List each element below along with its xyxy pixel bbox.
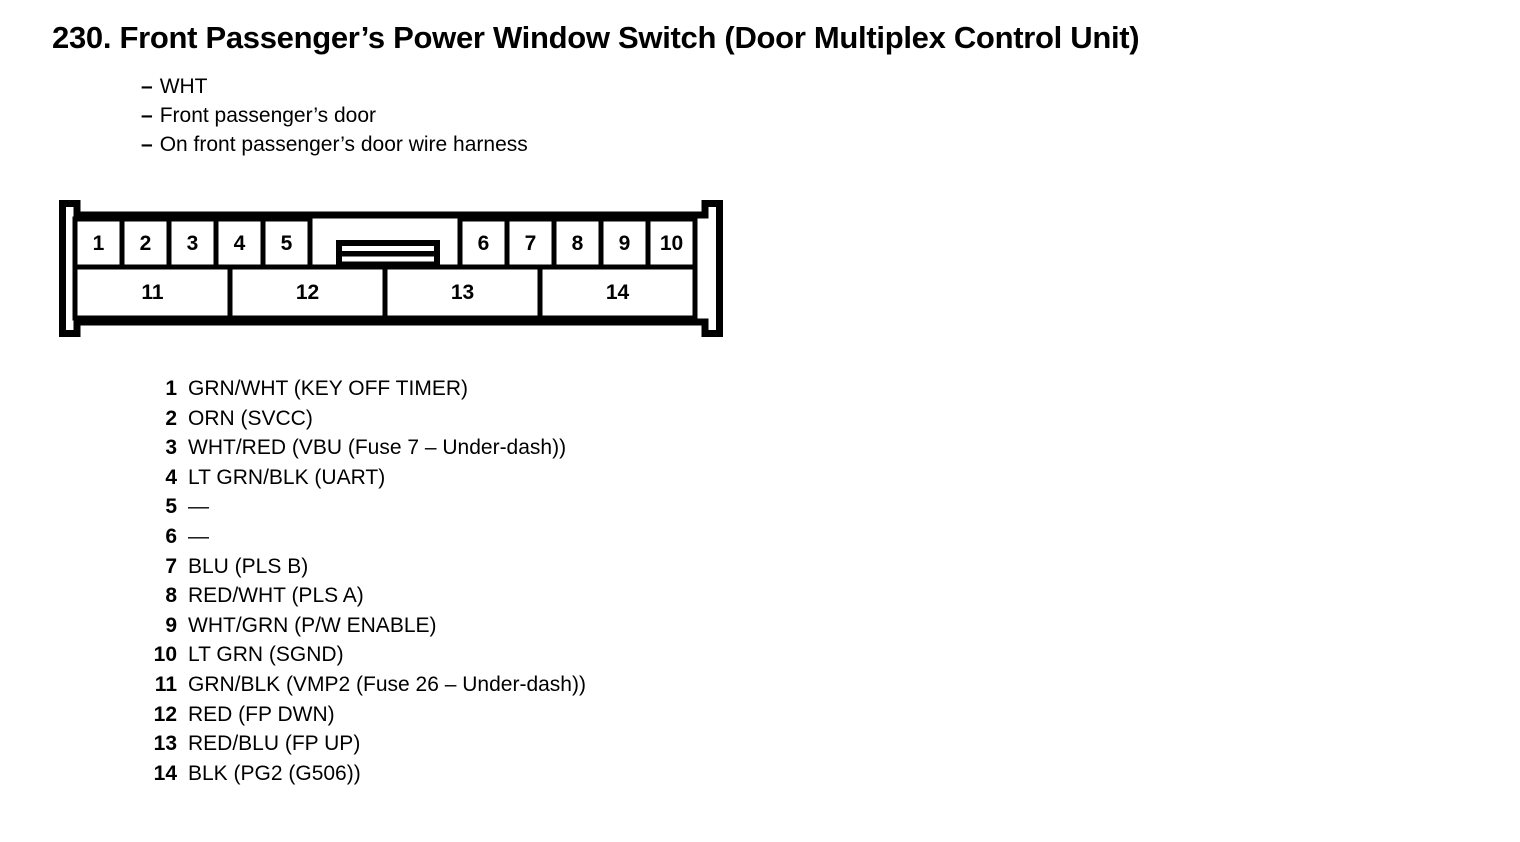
pin-assignment-list: 1 GRN/WHT (KEY OFF TIMER) 2 ORN (SVCC) 3… xyxy=(145,377,586,791)
cavity-label-6: 6 xyxy=(478,232,490,255)
cavity-label-10: 10 xyxy=(660,232,683,255)
pin-row: 5 — xyxy=(145,495,586,525)
pin-description: — xyxy=(188,524,209,548)
pin-description: LT GRN (SGND) xyxy=(188,643,344,667)
pin-description: RED/WHT (PLS A) xyxy=(188,584,364,608)
note-dash: – xyxy=(141,133,153,156)
cavity-label-2: 2 xyxy=(140,232,152,255)
pin-description: BLU (PLS B) xyxy=(188,554,309,578)
pin-row: 3 WHT/RED (VBU (Fuse 7 – Under-dash)) xyxy=(145,436,586,466)
cavity-label-5: 5 xyxy=(281,232,293,255)
note-dash: – xyxy=(141,104,153,127)
pin-row: 12 RED (FP DWN) xyxy=(145,703,586,733)
pin-row: 14 BLK (PG2 (G506)) xyxy=(145,762,586,792)
pin-row: 6 — xyxy=(145,525,586,555)
connector-diagram: 1 2 3 4 5 6 7 8 9 10 11 12 13 14 xyxy=(55,196,727,341)
note-text: Front passenger’s door xyxy=(159,104,377,127)
pin-number: 9 xyxy=(165,613,177,637)
pin-row: 2 ORN (SVCC) xyxy=(145,407,586,437)
page-title: 230. Front Passenger’s Power Window Swit… xyxy=(52,20,1140,55)
pin-description: GRN/BLK (VMP2 (Fuse 26 – Under-dash)) xyxy=(188,672,586,696)
center-latch-icon xyxy=(336,240,440,267)
pin-row: 13 RED/BLU (FP UP) xyxy=(145,732,586,762)
pin-row: 10 LT GRN (SGND) xyxy=(145,643,586,673)
pin-number: 3 xyxy=(165,436,177,460)
note-row: – Front passenger’s door xyxy=(141,101,528,130)
pin-number: 2 xyxy=(165,406,177,430)
pin-row: 1 GRN/WHT (KEY OFF TIMER) xyxy=(145,377,586,407)
pin-number: 4 xyxy=(165,465,177,489)
connector-shell xyxy=(59,200,723,337)
notes-list: – WHT – Front passenger’s door – On fron… xyxy=(141,72,528,159)
pin-number: 13 xyxy=(153,732,177,756)
cavity-label-9: 9 xyxy=(619,232,631,255)
note-row: – WHT xyxy=(141,72,528,101)
cavity-label-13: 13 xyxy=(451,281,474,304)
pin-number: 1 xyxy=(165,377,177,400)
cavity-14 xyxy=(537,264,698,321)
pin-description: LT GRN/BLK (UART) xyxy=(188,465,386,489)
pin-description: GRN/WHT (KEY OFF TIMER) xyxy=(188,377,469,400)
note-dash: – xyxy=(141,75,153,98)
pin-number: 11 xyxy=(154,672,177,696)
pin-number: 10 xyxy=(153,643,177,667)
cavity-label-8: 8 xyxy=(572,232,584,255)
pin-description: RED/BLU (FP UP) xyxy=(188,732,361,756)
cavity-label-3: 3 xyxy=(187,232,199,255)
cavity-label-14: 14 xyxy=(606,281,630,304)
pin-row: 7 BLU (PLS B) xyxy=(145,555,586,585)
cavity-label-7: 7 xyxy=(525,232,537,255)
pin-row: 9 WHT/GRN (P/W ENABLE) xyxy=(145,614,586,644)
pin-description: WHT/RED (VBU (Fuse 7 – Under-dash)) xyxy=(188,436,567,460)
pin-description: RED (FP DWN) xyxy=(188,702,335,726)
pin-number: 12 xyxy=(153,702,177,726)
cavity-label-11: 11 xyxy=(141,281,164,304)
cavity-label-12: 12 xyxy=(296,281,319,304)
cavity-label-1: 1 xyxy=(93,232,105,255)
pin-number: 14 xyxy=(153,761,177,785)
note-text: On front passenger’s door wire harness xyxy=(159,133,528,156)
pin-description: BLK (PG2 (G506)) xyxy=(188,761,361,785)
cavity-11 xyxy=(72,264,233,321)
pin-description: WHT/GRN (P/W ENABLE) xyxy=(188,613,437,637)
pin-number: 5 xyxy=(165,495,177,519)
pin-number: 7 xyxy=(165,554,177,578)
cavity-5 xyxy=(260,216,313,270)
pin-description: ORN (SVCC) xyxy=(188,406,313,430)
pin-number: 6 xyxy=(165,524,177,548)
pin-number: 8 xyxy=(165,584,177,608)
pin-row: 8 RED/WHT (PLS A) xyxy=(145,584,586,614)
cavity-label-4: 4 xyxy=(234,232,246,255)
pin-row: 11 GRN/BLK (VMP2 (Fuse 26 – Under-dash)) xyxy=(145,673,586,703)
pin-row: 4 LT GRN/BLK (UART) xyxy=(145,466,586,496)
pin-description: — xyxy=(188,495,209,519)
cavity-10 xyxy=(645,216,698,270)
note-row: – On front passenger’s door wire harness xyxy=(141,130,528,159)
note-text: WHT xyxy=(159,75,208,98)
